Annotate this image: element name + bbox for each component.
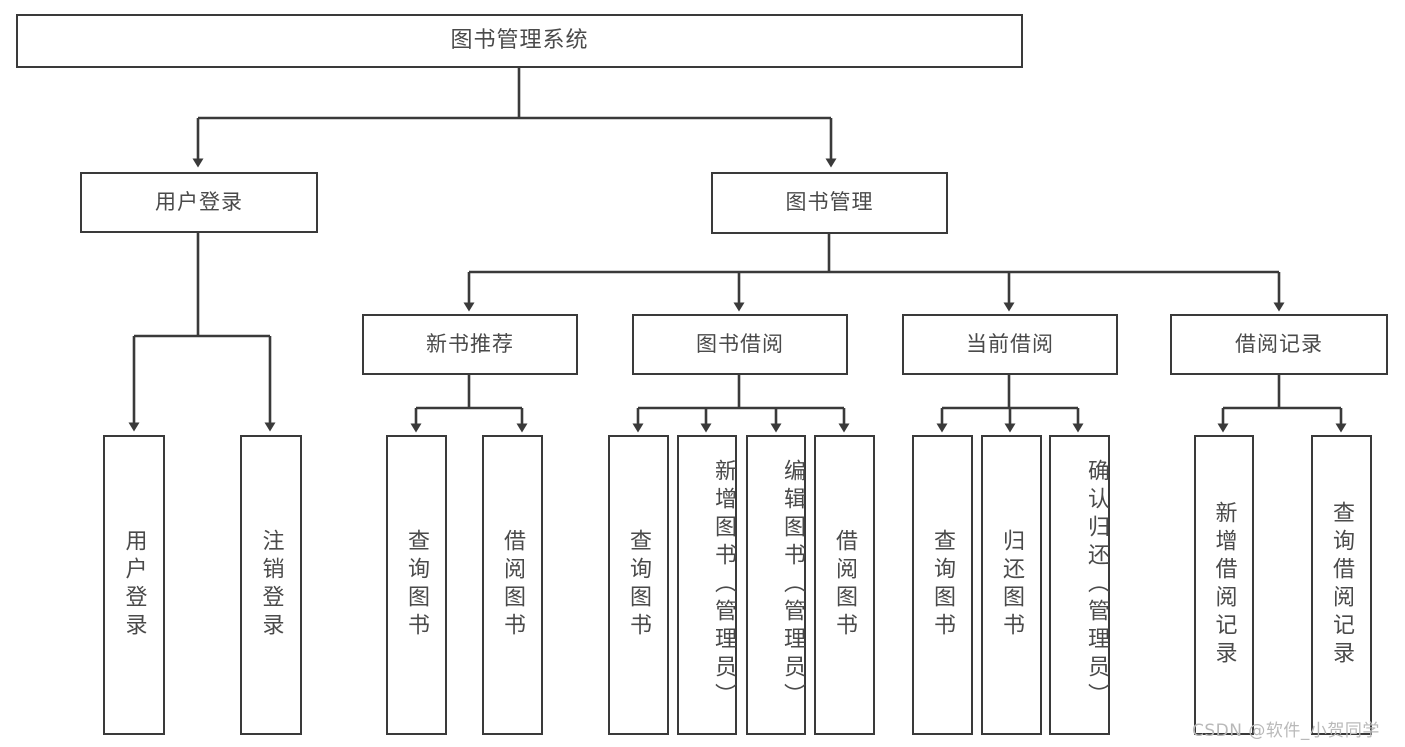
node-label: 图书借阅 xyxy=(696,331,784,356)
leaf-add-book[interactable]: 新增图书（管理员） xyxy=(677,435,737,735)
node-current-borrow[interactable]: 当前借阅 xyxy=(902,314,1118,375)
node-borrow-record[interactable]: 借阅记录 xyxy=(1170,314,1388,375)
node-label: 新书推荐 xyxy=(426,331,514,356)
node-label: 借阅记录 xyxy=(1235,331,1323,356)
node-label: 查询图书 xyxy=(930,529,956,641)
node-user-login[interactable]: 用户登录 xyxy=(80,172,318,233)
node-label: 当前借阅 xyxy=(966,331,1054,356)
node-label: 借阅图书 xyxy=(500,529,526,641)
leaf-query-book-3[interactable]: 查询图书 xyxy=(912,435,973,735)
leaf-user-login[interactable]: 用户登录 xyxy=(103,435,165,735)
leaf-query-record[interactable]: 查询借阅记录 xyxy=(1311,435,1372,735)
node-label: 归还图书 xyxy=(999,529,1025,641)
node-label: 借阅图书 xyxy=(832,529,858,641)
node-label: 图书管理系统 xyxy=(450,27,589,53)
node-label: 确认归还（管理员） xyxy=(1084,459,1109,711)
leaf-query-book-2[interactable]: 查询图书 xyxy=(608,435,669,735)
node-label: 查询图书 xyxy=(404,529,430,641)
node-book-management[interactable]: 图书管理 xyxy=(711,172,948,234)
node-new-book-recommend[interactable]: 新书推荐 xyxy=(362,314,578,375)
node-label: 查询借阅记录 xyxy=(1329,501,1355,669)
leaf-borrow-book-1[interactable]: 借阅图书 xyxy=(482,435,543,735)
leaf-borrow-book-2[interactable]: 借阅图书 xyxy=(814,435,875,735)
leaf-query-book-1[interactable]: 查询图书 xyxy=(386,435,447,735)
node-label: 编辑图书（管理员） xyxy=(780,459,805,711)
node-label: 新增图书（管理员） xyxy=(711,459,736,711)
node-label: 图书管理 xyxy=(785,190,874,215)
node-label: 新增借阅记录 xyxy=(1211,501,1237,669)
leaf-edit-book[interactable]: 编辑图书（管理员） xyxy=(746,435,806,735)
node-label: 查询图书 xyxy=(626,529,652,641)
node-book-borrow[interactable]: 图书借阅 xyxy=(632,314,848,375)
node-root-system[interactable]: 图书管理系统 xyxy=(16,14,1023,68)
leaf-logout[interactable]: 注销登录 xyxy=(240,435,302,735)
watermark-text: CSDN @软件_小贺同学 xyxy=(1192,721,1380,741)
leaf-return-book[interactable]: 归还图书 xyxy=(981,435,1042,735)
node-label: 用户登录 xyxy=(155,189,243,214)
leaf-add-record[interactable]: 新增借阅记录 xyxy=(1194,435,1254,735)
node-label: 用户登录 xyxy=(121,529,147,641)
leaf-confirm-return[interactable]: 确认归还（管理员） xyxy=(1049,435,1110,735)
node-label: 注销登录 xyxy=(258,529,284,641)
